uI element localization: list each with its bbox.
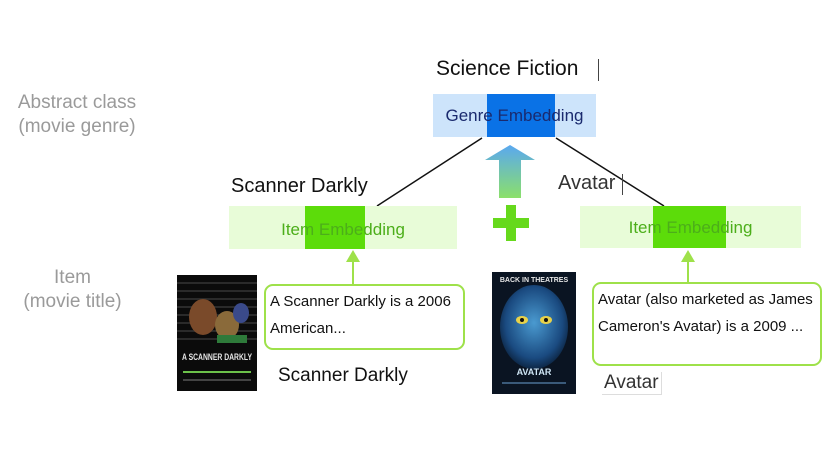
- arrow-scanner-desc-to-embedding: [346, 250, 360, 286]
- scanner-item-embedding-label: Item Embedding: [281, 220, 405, 239]
- avatar-item-embedding-highlight: [653, 206, 726, 248]
- scanner-darkly-title: Scanner Darkly: [231, 175, 368, 197]
- text-cursor: [598, 59, 599, 81]
- genre-embedding-highlight: [487, 94, 555, 137]
- avatar-poster-title: AVATAR: [517, 367, 552, 377]
- avatar-poster-header: BACK IN THEATRES: [500, 277, 569, 284]
- arrow-avatar-desc-to-embedding: [681, 250, 695, 286]
- line-genre-to-avatar: [555, 137, 665, 207]
- text-cursor-avatar: [622, 174, 623, 195]
- line-genre-to-scanner: [376, 137, 483, 207]
- scanner-darkly-poster: A SCANNER DARKLY: [177, 275, 257, 391]
- genre-title: Science Fiction: [436, 57, 579, 80]
- scanner-darkly-caption: Scanner Darkly: [278, 365, 408, 386]
- avatar-item-embedding-label: Item Embedding: [628, 218, 753, 237]
- scanner-darkly-description: A Scanner Darkly is a 2006 American...: [264, 284, 465, 350]
- aggregate-up-arrow: [485, 145, 535, 198]
- scanner-item-embedding-highlight: [305, 206, 365, 249]
- scanner-poster-title: A SCANNER DARKLY: [182, 352, 252, 362]
- avatar-description: Avatar (also marketed as James Cameron's…: [592, 282, 822, 366]
- abstract-class-label: Abstract class (movie genre): [17, 92, 137, 137]
- avatar-title: Avatar: [558, 172, 616, 194]
- avatar-caption: Avatar: [602, 372, 662, 395]
- genre-embedding-label: Genre Embedding: [445, 106, 584, 125]
- item-label: Item (movie title): [23, 267, 122, 312]
- plus-icon: [493, 205, 529, 241]
- avatar-poster: BACK IN THEATRES AVATAR: [492, 272, 576, 394]
